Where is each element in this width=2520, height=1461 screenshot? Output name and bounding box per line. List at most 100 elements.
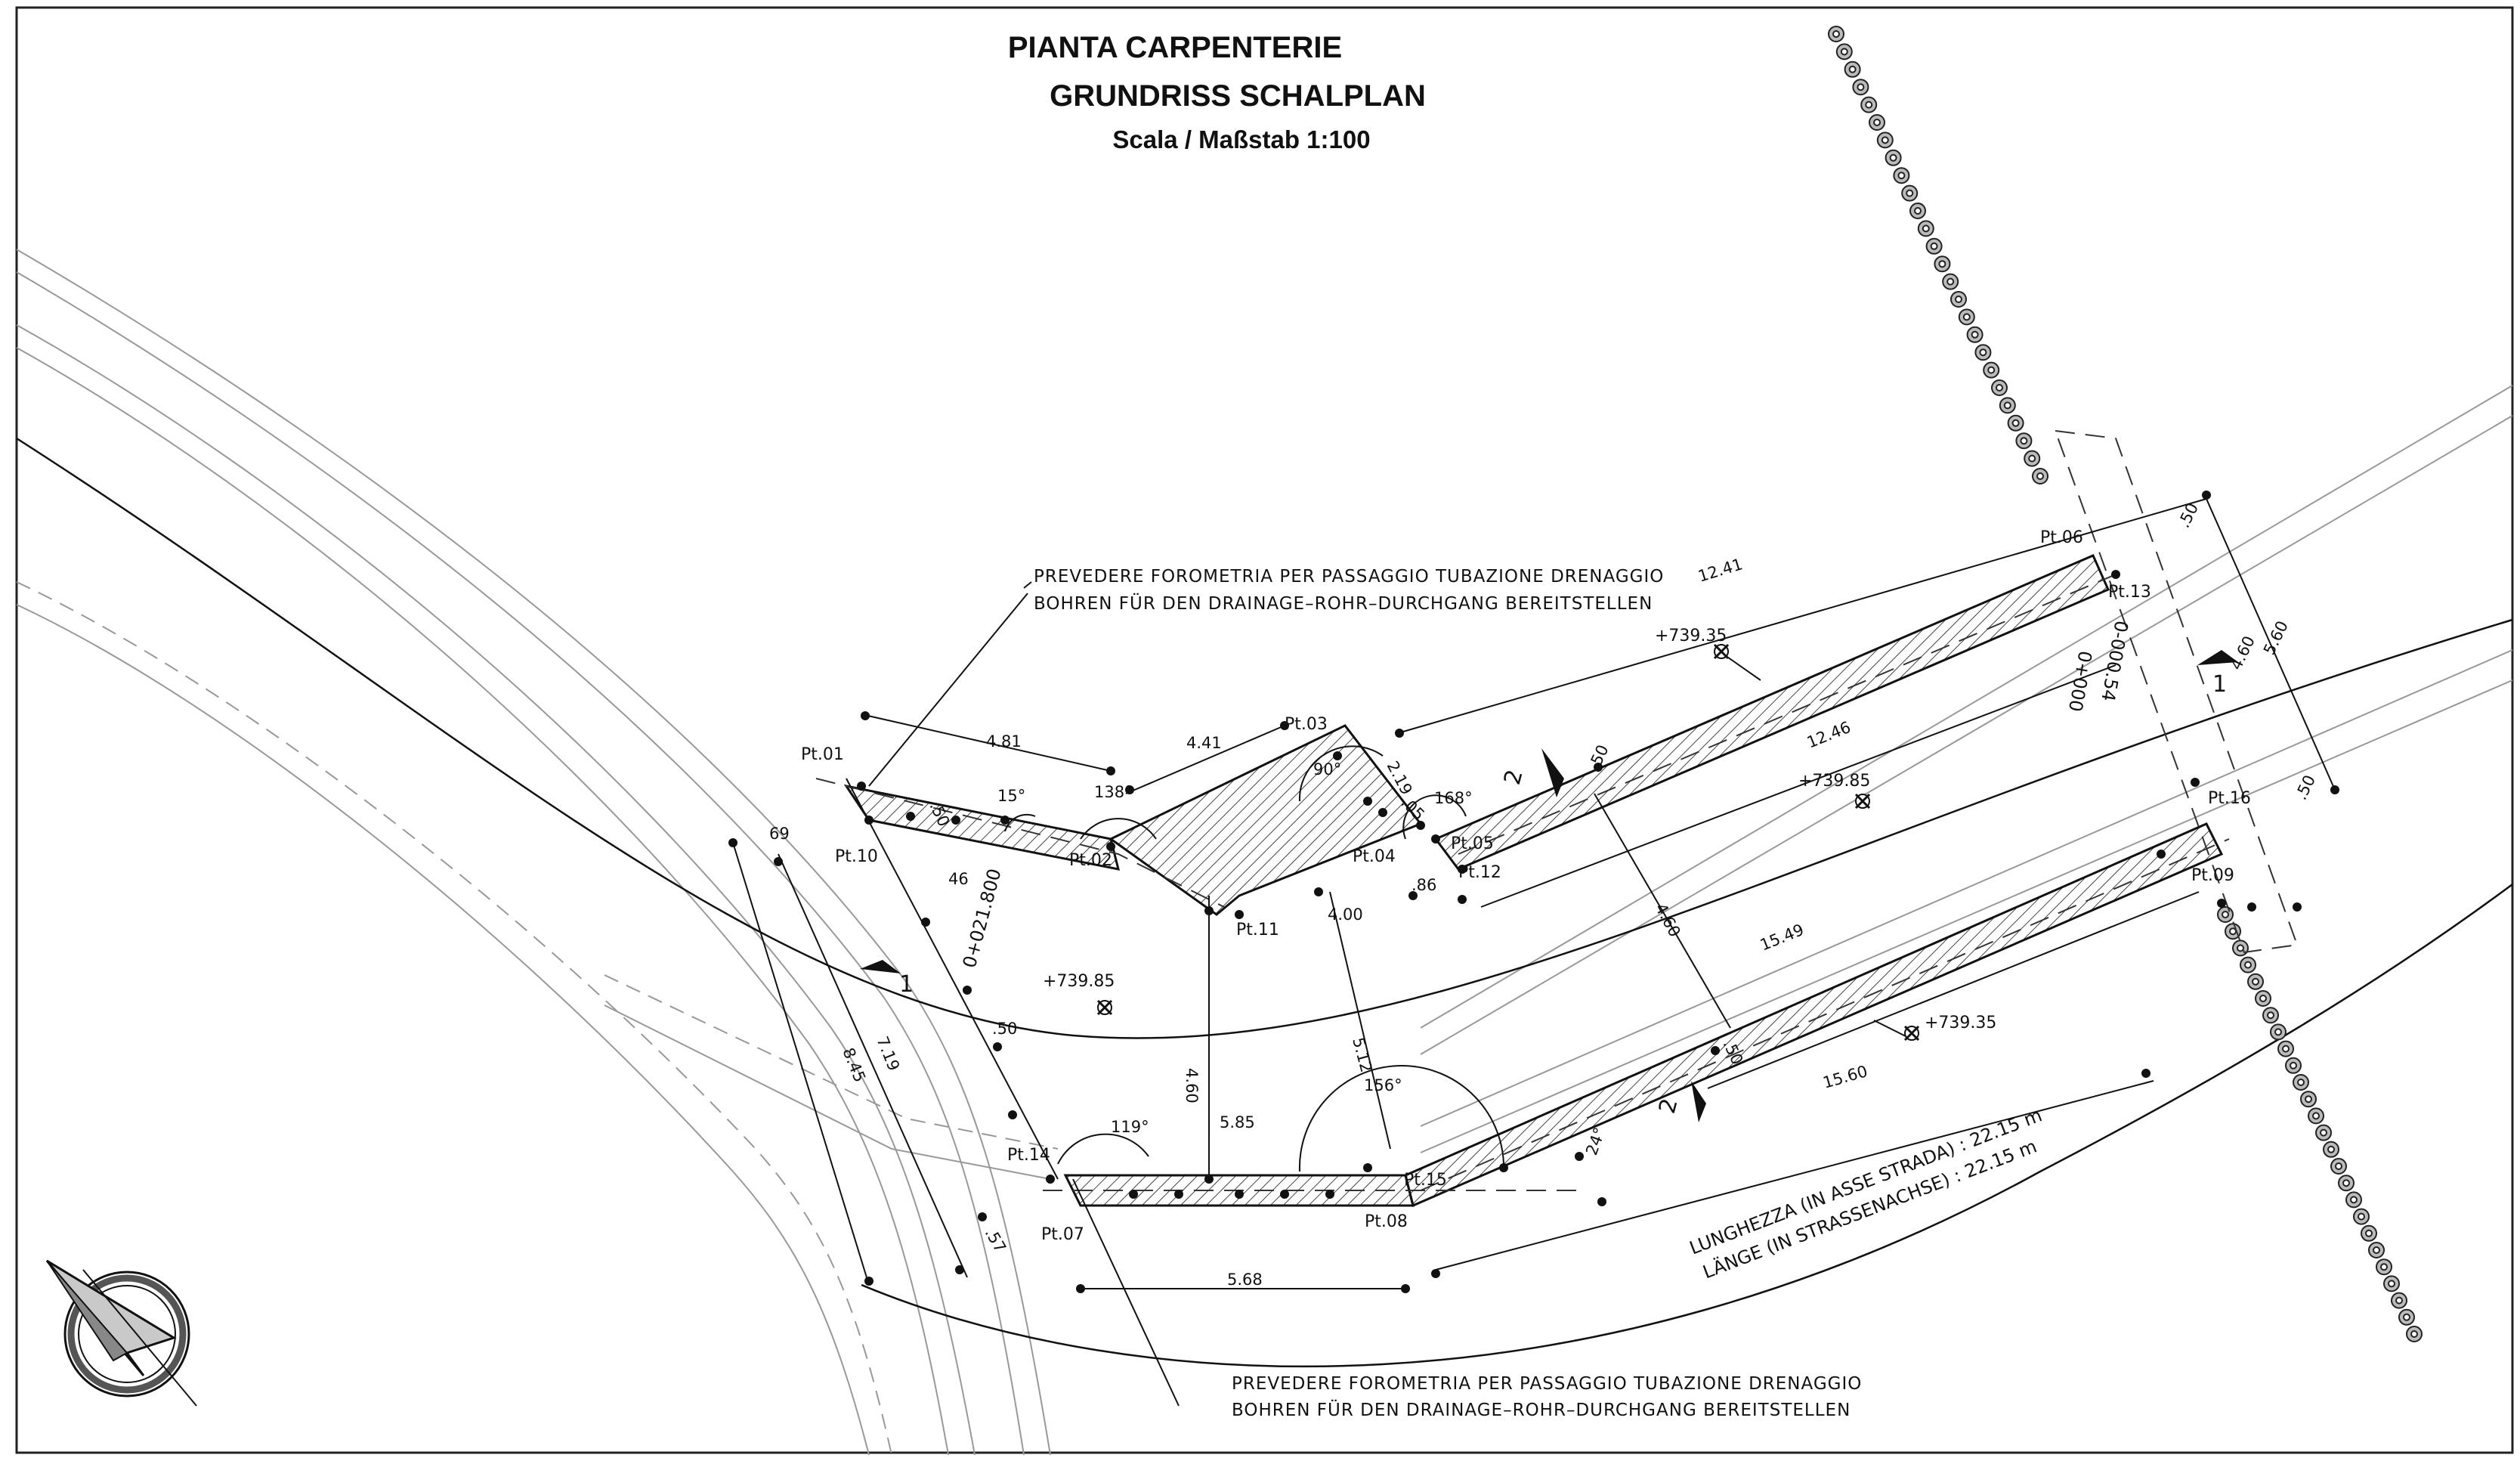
dimension-node xyxy=(1325,1190,1334,1199)
pile-core xyxy=(1840,48,1848,56)
dimension-node xyxy=(864,816,873,825)
dimension-node xyxy=(2293,902,2302,912)
elevation-label: +739.85 xyxy=(1043,972,1115,991)
elevation-markers: +739.35 +739.85 +739.85 +739.35 xyxy=(1043,627,1996,1042)
point-label: Pt.02 xyxy=(1069,851,1112,870)
point-labels: Pt.01 Pt.02 Pt.03 Pt.04 Pt.05 Pt.06 Pt.0… xyxy=(801,528,2251,1244)
length-note-line2: LÄNGE (IN STRASSENACHSE) : 22.15 m xyxy=(1699,1135,2039,1283)
dimension-node xyxy=(2157,850,2166,859)
dim-label: 4.41 xyxy=(1186,734,1222,752)
wall-segment-corner xyxy=(1108,724,1423,916)
dimension-node xyxy=(1458,865,1467,874)
dimension-node xyxy=(1416,821,1425,830)
dim-label: .86 xyxy=(1412,876,1436,894)
dimension-node xyxy=(1106,842,1115,851)
elevation-marker: +739.35 xyxy=(1903,1014,1996,1042)
pile-core xyxy=(2365,1229,2373,1237)
pile-core xyxy=(1857,83,1865,91)
dimension-node xyxy=(1235,1190,1244,1199)
dimension-node xyxy=(978,1212,987,1221)
pile-core xyxy=(1971,330,1979,339)
dimension-node xyxy=(1575,1152,1584,1161)
road-axis xyxy=(16,437,2513,1368)
pile-core xyxy=(1897,172,1906,180)
drawing-title: PIANTA CARPENTERIE xyxy=(1008,31,1342,64)
dimension-node xyxy=(1280,1190,1289,1199)
angle-label: 138° xyxy=(1094,783,1133,801)
pile-core xyxy=(1832,30,1840,38)
dim-label: 15.49 xyxy=(1758,921,1807,955)
dimension-node xyxy=(1046,1175,1055,1184)
dim-label: 4.60 xyxy=(1183,1068,1201,1103)
dimension-node xyxy=(861,711,870,720)
point-label: Pt.10 xyxy=(835,847,878,866)
road-lines xyxy=(16,249,2513,1456)
pile-core xyxy=(2380,1263,2388,1271)
dimension-labels: 4.81 4.41 12.41 12.46 15.49 15.60 5.60 4… xyxy=(769,500,2319,1289)
dimension-node xyxy=(1458,895,1467,904)
note-top-line2: BOHREN FÜR DEN DRAINAGE–ROHR–DURCHGANG B… xyxy=(1034,593,1653,614)
angle-arcs xyxy=(1004,745,1504,1172)
dimension-node xyxy=(1204,906,1214,915)
dim-label: 5.12 xyxy=(1349,1035,1375,1074)
dimension-node xyxy=(857,782,866,791)
pile-row-top xyxy=(1828,26,2048,484)
point-label: Pt.08 xyxy=(1365,1212,1408,1231)
pile-core xyxy=(2342,1179,2350,1187)
pile-core xyxy=(1979,348,1987,357)
dimension-node xyxy=(1431,1269,1440,1278)
dimension-node xyxy=(1597,1197,1606,1206)
dimension-lines xyxy=(732,498,2336,1289)
dim-label: 5.60 xyxy=(2260,618,2292,658)
station-label: 0+000 xyxy=(2064,649,2096,713)
dimension-node xyxy=(864,1277,873,1286)
dimension-node xyxy=(1363,797,1372,806)
pile-core xyxy=(2222,911,2229,918)
point-label: Pt.14 xyxy=(1007,1146,1050,1165)
pile-core xyxy=(2274,1028,2282,1036)
dimension-node xyxy=(2141,1069,2151,1078)
section-marker: 1 xyxy=(2197,650,2238,698)
section-markers: 1 1 2 2 xyxy=(860,650,2238,1122)
pile-core xyxy=(1889,153,1897,162)
dimension-node xyxy=(728,838,737,847)
dimension-node xyxy=(921,918,930,927)
pile-core xyxy=(2403,1313,2410,1321)
pile-core xyxy=(1946,277,1955,286)
dimension-node xyxy=(951,816,960,825)
pile-core xyxy=(1906,189,1914,197)
dimension-node xyxy=(1076,1284,1085,1293)
dim-label: 8.45 xyxy=(839,1045,869,1085)
dimension-node xyxy=(2202,491,2211,500)
dimension-node xyxy=(2217,899,2226,908)
section-label: 2 xyxy=(1499,767,1529,788)
pile-core xyxy=(2327,1145,2335,1153)
note-bottom-line2: BOHREN FÜR DEN DRAINAGE–ROHR–DURCHGANG B… xyxy=(1232,1399,1851,1420)
point-label: Pt.01 xyxy=(801,745,844,764)
elevation-marker: +739.85 xyxy=(1043,972,1115,1016)
pile-core xyxy=(1914,207,1922,215)
point-label: Pt.11 xyxy=(1236,921,1279,939)
note-bottom: PREVEDERE FOROMETRIA PER PASSAGGIO TUBAZ… xyxy=(1232,1374,1861,1420)
point-label: Pt.05 xyxy=(1451,834,1494,853)
section-marker: 2 xyxy=(1499,748,1564,797)
pile-core xyxy=(2358,1212,2365,1221)
pile-core xyxy=(1996,384,2003,392)
point-label: Pt.03 xyxy=(1285,715,1328,734)
pile-core xyxy=(2305,1095,2312,1103)
station-label: 0-000.54 xyxy=(2097,619,2132,703)
length-note: LUNGHEZZA (IN ASSE STRADA) : 22.15 m LÄN… xyxy=(1687,1104,2045,1283)
elevation-marker: +739.35 xyxy=(1655,627,1730,660)
dimension-node xyxy=(1431,834,1440,843)
point-label: Pt.15 xyxy=(1404,1171,1447,1190)
note-top-line1: PREVEDERE FOROMETRIA PER PASSAGGIO TUBAZ… xyxy=(1034,567,1664,587)
angle-label: 90° xyxy=(1313,760,1341,778)
elevation-marker: +739.85 xyxy=(1798,772,1870,809)
pile-core xyxy=(2252,977,2259,986)
pile-core xyxy=(2011,419,2020,427)
pile-core xyxy=(1873,119,1881,126)
elevation-label: +739.35 xyxy=(1925,1014,1996,1032)
dim-label: 46 xyxy=(948,870,969,888)
dimension-node xyxy=(1395,729,1404,738)
